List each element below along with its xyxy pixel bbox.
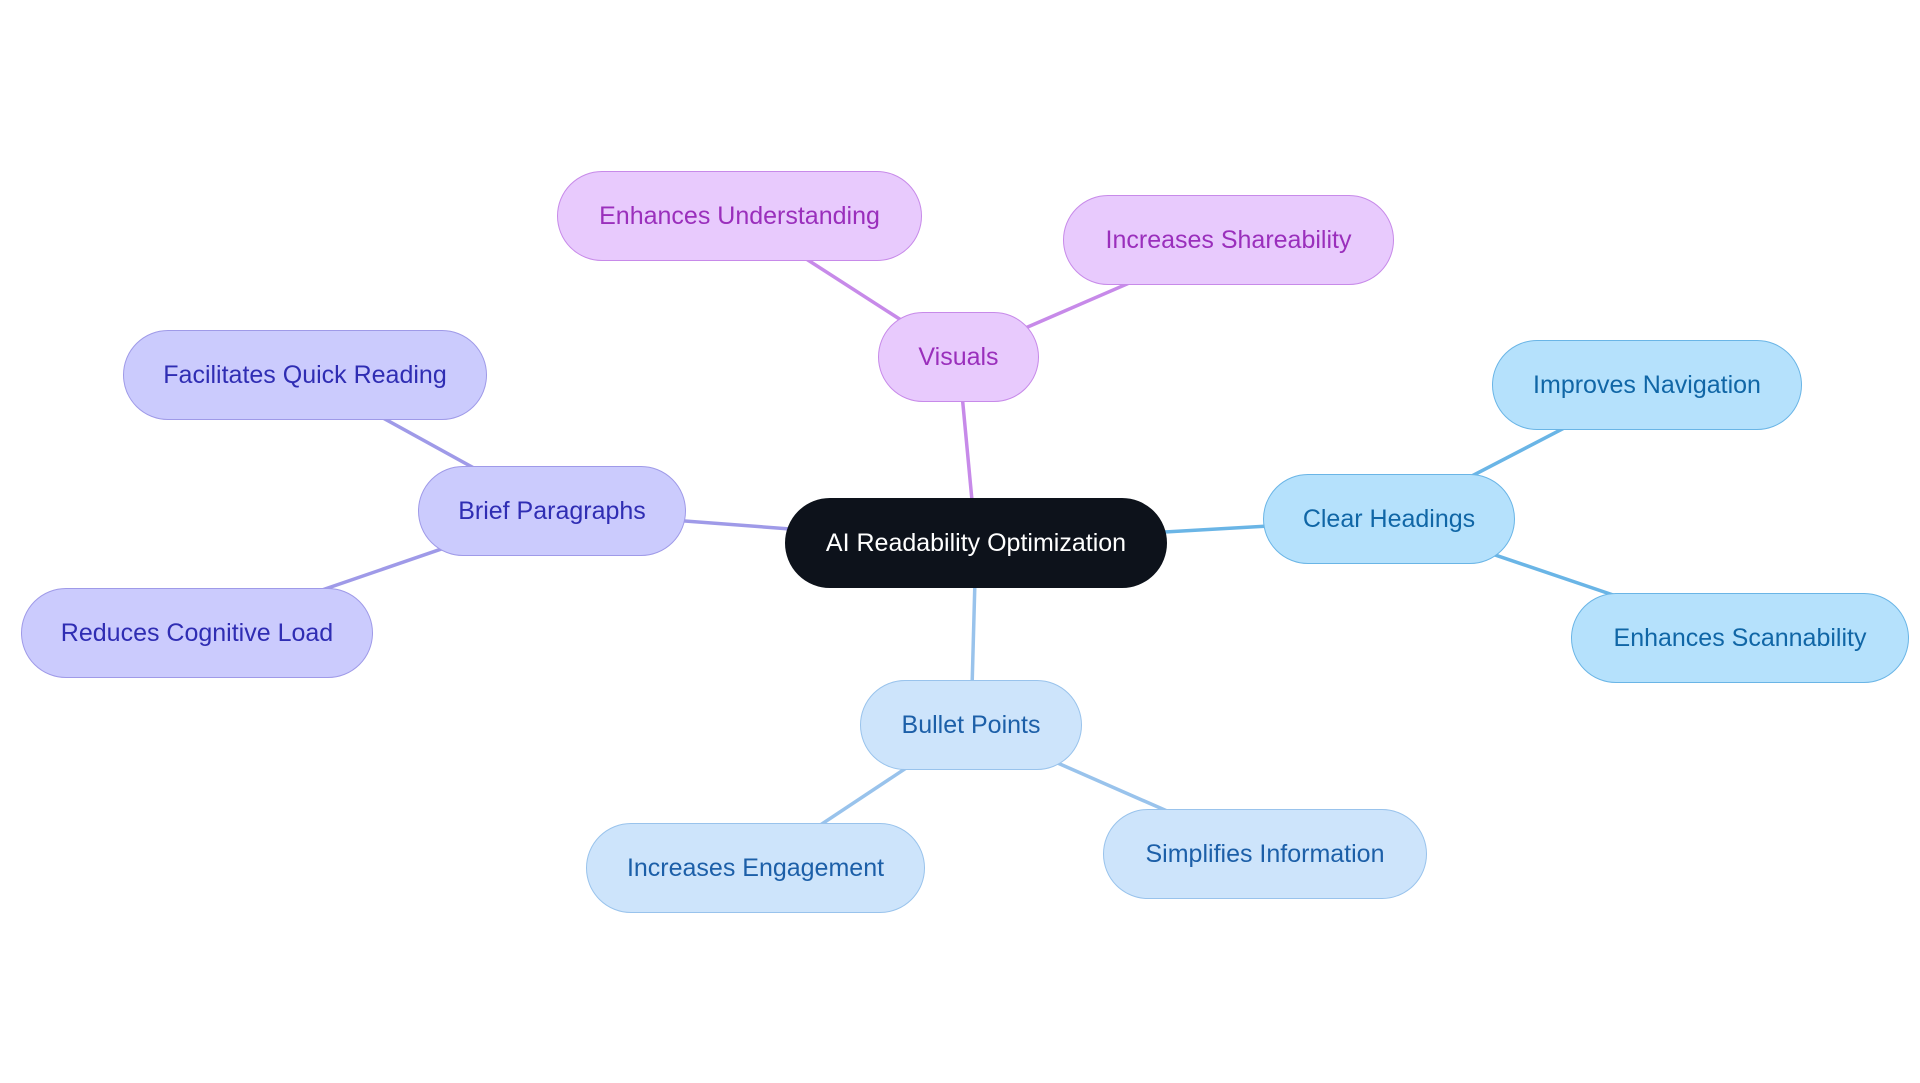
branch-node-brief-paragraphs[interactable]: Brief Paragraphs <box>418 466 686 556</box>
leaf-node-simplifies-information[interactable]: Simplifies Information <box>1103 809 1427 899</box>
leaf-node-reduces-cognitive-load[interactable]: Reduces Cognitive Load <box>21 588 373 678</box>
branch-node-label: Bullet Points <box>901 710 1041 739</box>
leaf-node-label: Enhances Understanding <box>599 201 880 230</box>
leaf-node-increases-shareability[interactable]: Increases Shareability <box>1063 195 1394 285</box>
leaf-node-label: Improves Navigation <box>1533 370 1761 399</box>
leaf-node-improves-navigation[interactable]: Improves Navigation <box>1492 340 1802 430</box>
leaf-node-facilitates-quick-reading[interactable]: Facilitates Quick Reading <box>123 330 487 420</box>
branch-node-visuals[interactable]: Visuals <box>878 312 1039 402</box>
leaf-node-label: Facilitates Quick Reading <box>163 360 447 389</box>
leaf-node-label: Enhances Scannability <box>1613 623 1867 652</box>
branch-node-label: Brief Paragraphs <box>458 496 646 525</box>
leaf-node-enhances-scannability[interactable]: Enhances Scannability <box>1571 593 1909 683</box>
leaf-node-label: Increases Shareability <box>1105 225 1352 254</box>
leaf-node-increases-engagement[interactable]: Increases Engagement <box>586 823 925 913</box>
root-node-label: AI Readability Optimization <box>825 528 1127 557</box>
leaf-node-label: Reduces Cognitive Load <box>60 618 334 647</box>
root-node[interactable]: AI Readability Optimization <box>785 498 1167 588</box>
branch-node-label: Clear Headings <box>1302 504 1476 533</box>
branch-node-clear-headings[interactable]: Clear Headings <box>1263 474 1515 564</box>
leaf-node-label: Increases Engagement <box>626 853 885 882</box>
branch-node-label: Visuals <box>918 342 999 371</box>
leaf-node-label: Simplifies Information <box>1145 839 1385 868</box>
branch-node-bullet-points[interactable]: Bullet Points <box>860 680 1082 770</box>
leaf-node-enhances-understanding[interactable]: Enhances Understanding <box>557 171 922 261</box>
